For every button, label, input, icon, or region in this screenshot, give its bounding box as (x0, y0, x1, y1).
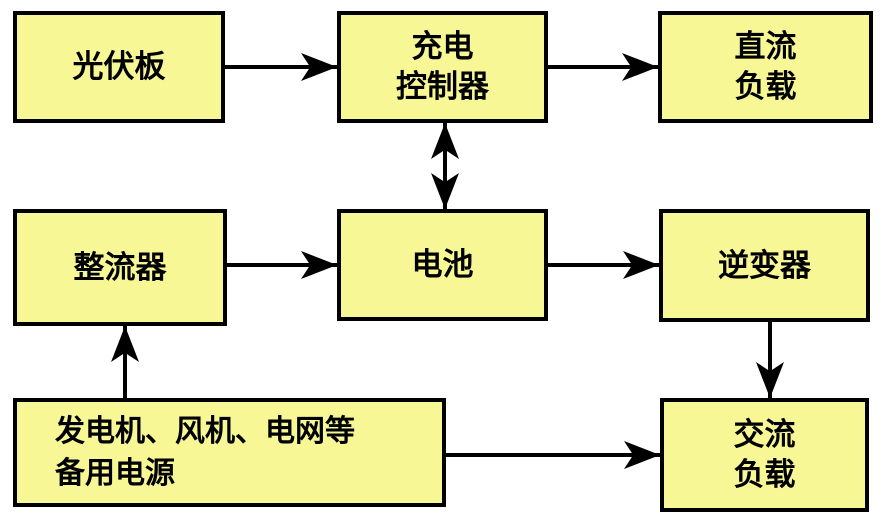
node-label-line: 直流 (734, 29, 797, 65)
node-battery: 电池 (337, 209, 548, 321)
node-charge-controller: 充电 控制器 (337, 11, 548, 123)
node-inverter: 逆变器 (659, 209, 870, 322)
node-label-line: 控制器 (396, 69, 489, 104)
node-label-line: 逆变器 (718, 247, 811, 283)
node-label-line: 备用电源 (55, 456, 175, 490)
node-label-line: 充电 (411, 29, 474, 65)
node-label-line: 发电机、风机、电网等 (55, 414, 355, 448)
node-pv-panel: 光伏板 (13, 11, 225, 123)
node-ac-load: 交流 负载 (660, 398, 869, 512)
node-label-line: 负载 (734, 69, 797, 104)
node-label-line: 整流器 (73, 249, 167, 285)
node-label-line: 交流 (733, 417, 796, 453)
node-label-line: 负载 (733, 457, 796, 492)
node-rectifier: 整流器 (13, 209, 227, 326)
node-label-line: 电池 (411, 247, 474, 283)
node-dc-load: 直流 负载 (658, 11, 873, 123)
node-label-line: 光伏板 (72, 49, 166, 85)
node-backup-power: 发电机、风机、电网等 备用电源 (13, 398, 446, 507)
